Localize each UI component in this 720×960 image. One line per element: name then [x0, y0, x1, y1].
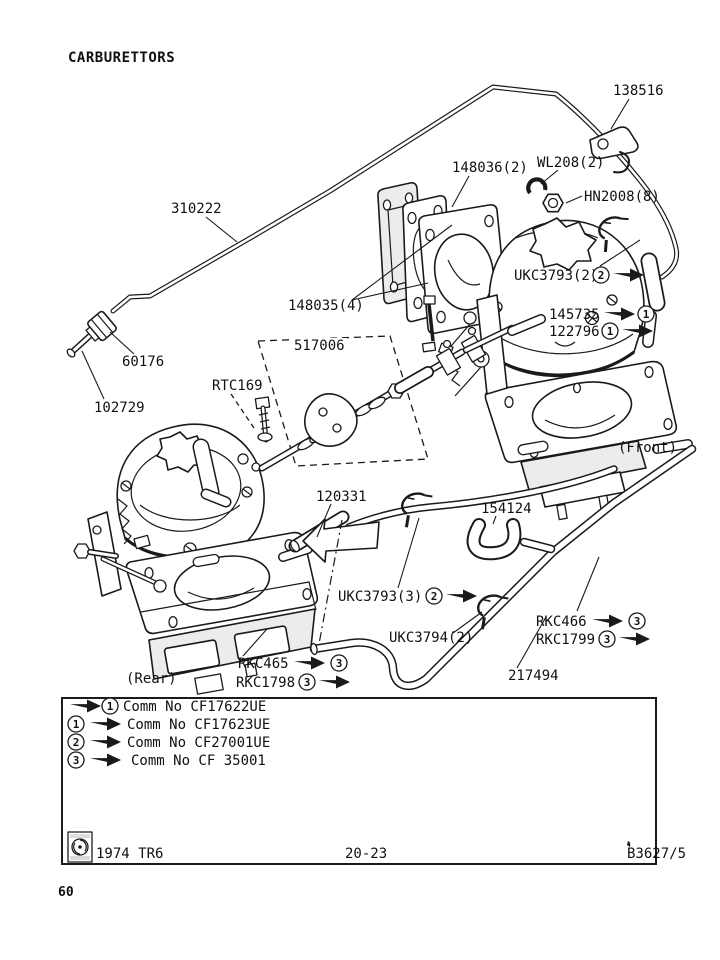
badge-circle [67, 751, 85, 769]
badge-circle [601, 322, 619, 340]
label-rtc169: RTC169 [212, 378, 263, 394]
svg-text:3: 3 [73, 754, 80, 767]
page-title: CARBURETTORS [68, 50, 175, 66]
label-ukc3794: UKC3794(2) [389, 630, 473, 646]
throttle-spring [117, 498, 132, 545]
linkage-plate [304, 393, 358, 447]
footer-plate-ref: B3627/5 [627, 846, 686, 862]
drain-hose-217494-part [310, 449, 692, 686]
svg-text:3: 3 [336, 657, 343, 670]
label-217494: 217494 [508, 668, 559, 684]
ink-speck [627, 841, 631, 847]
label-ukc3793-3: UKC3793(3) 2 [338, 587, 477, 605]
svg-text:2: 2 [73, 736, 80, 749]
label-wl208: WL208(2) [537, 155, 604, 171]
leader-lines [81, 98, 641, 669]
label-122796: 122796 1 [549, 322, 653, 340]
spring-washer-wl208 [526, 177, 548, 195]
label-rkc1798: RKC1798 3 [236, 673, 350, 691]
legend-row-1: 1 Comm No CF17622UE [70, 697, 266, 715]
fuel-pipe [66, 87, 677, 358]
svg-text:Comm No CF17623UE: Comm No CF17623UE [127, 717, 270, 733]
flow-arrow [302, 518, 380, 563]
svg-text:1: 1 [643, 308, 650, 321]
label-148036: 148036(2) [452, 160, 528, 176]
svg-text:122796: 122796 [549, 324, 600, 340]
svg-text:RKC1798: RKC1798 [236, 675, 295, 691]
legend-box: 1 Comm No CF17622UE 1 Comm No CF17623UE … [61, 697, 686, 865]
svg-text:1: 1 [607, 325, 614, 338]
legend-row-4: 3 Comm No CF 35001 [67, 751, 266, 769]
svg-text:1: 1 [107, 700, 114, 713]
linkage-dashed-box [230, 295, 541, 468]
svg-text:RKC1799: RKC1799 [536, 632, 595, 648]
badge-circle [592, 266, 610, 284]
pipe-bracket-138516 [589, 126, 639, 174]
footer-model-year: 1974 TR6 [96, 846, 163, 862]
svg-text:Comm No CF27001UE: Comm No CF27001UE [127, 735, 270, 751]
label-154124: 154124 [481, 501, 532, 517]
svg-text:Comm No CF17622UE: Comm No CF17622UE [123, 699, 266, 715]
svg-text:RKC465: RKC465 [238, 656, 289, 672]
label-rkc465: RKC465 3 [238, 654, 348, 672]
label-rkc1799: RKC1799 3 [536, 630, 650, 648]
badge-circle [298, 673, 316, 691]
rear-carburettor [73, 423, 319, 695]
label-148035: 148035(4) [288, 298, 364, 314]
svg-text:3: 3 [634, 615, 641, 628]
svg-text:1: 1 [73, 718, 80, 731]
rtc169-bolt [230, 393, 273, 441]
page-number: 60 [58, 885, 74, 900]
label-517006: 517006 [294, 338, 345, 354]
badge-circle [101, 697, 119, 715]
badge-circle [425, 587, 443, 605]
british-leyland-logo [67, 831, 93, 863]
badge-circle [330, 654, 348, 672]
svg-text:2: 2 [598, 269, 605, 282]
badge-circle [67, 715, 85, 733]
label-ukc3793-2: UKC3793(2) 2 [514, 266, 644, 284]
badge-circle [67, 733, 85, 751]
union-nut-60176 [85, 310, 117, 342]
svg-text:UKC3793(2): UKC3793(2) [514, 268, 598, 284]
label-hn2008: HN2008(8) [584, 189, 660, 205]
label-138516: 138516 [613, 83, 664, 99]
label-rear: (Rear) [126, 671, 177, 687]
svg-text:2: 2 [431, 590, 438, 603]
label-front: (Front) [618, 440, 677, 456]
label-120331: 120331 [316, 489, 367, 505]
label-rkc466: RKC466 3 [536, 612, 646, 630]
label-145735: 145735 1 [549, 305, 655, 323]
legend-row-3: 2 Comm No CF27001UE [67, 733, 270, 751]
hose-120331-part [289, 517, 343, 553]
legend-row-2: 1 Comm No CF17623UE [67, 715, 270, 733]
damper-cap-front [529, 217, 597, 271]
badge-circle [637, 305, 655, 323]
svg-text:145735: 145735 [549, 307, 600, 323]
label-102729: 102729 [94, 400, 145, 416]
svg-text:RKC466: RKC466 [536, 614, 587, 630]
front-carburettor [438, 210, 688, 521]
label-60176: 60176 [122, 354, 164, 370]
svg-text:Comm No CF 35001: Comm No CF 35001 [131, 753, 266, 769]
svg-text:3: 3 [304, 676, 311, 689]
badge-circle [598, 630, 616, 648]
svg-text:UKC3793(3): UKC3793(3) [338, 589, 422, 605]
footer-page-ref: 20-23 [345, 846, 387, 862]
label-310222: 310222 [171, 201, 222, 217]
nut-hn2008 [542, 193, 564, 213]
bolt-head [73, 543, 91, 559]
svg-text:3: 3 [604, 633, 611, 646]
badge-circle [628, 612, 646, 630]
